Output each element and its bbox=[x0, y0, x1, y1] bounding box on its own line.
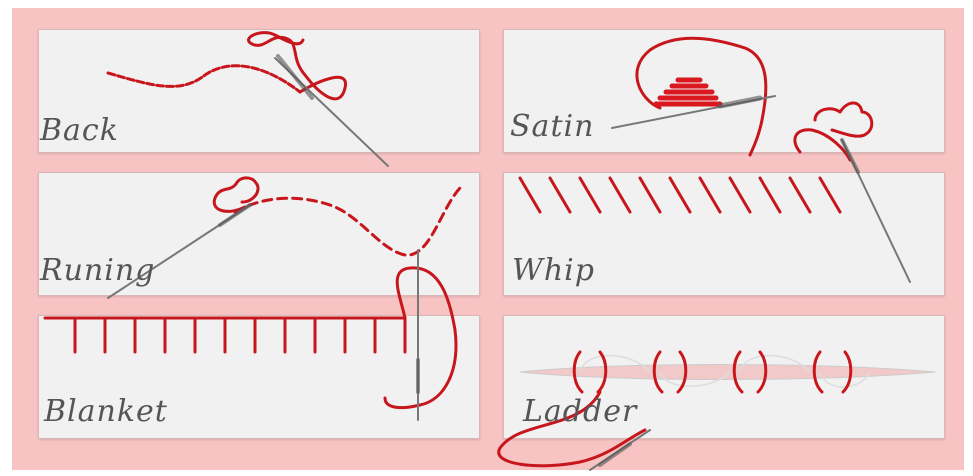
ladder-stitch-illustration bbox=[497, 350, 936, 471]
panel-running bbox=[38, 172, 480, 296]
panel-back bbox=[38, 29, 480, 153]
satin-stitch-illustration bbox=[611, 36, 874, 162]
panel-whip bbox=[503, 172, 945, 296]
satin-label: Satin bbox=[510, 109, 595, 144]
back-stitch-illustration bbox=[106, 31, 389, 167]
whip-label: Whip bbox=[512, 253, 595, 288]
running-label: Runing bbox=[40, 253, 156, 288]
blanket-stitch-illustration bbox=[43, 266, 458, 410]
ladder-label: Ladder bbox=[523, 394, 638, 429]
running-stitch-illustration bbox=[107, 176, 462, 299]
blanket-label: Blanket bbox=[44, 394, 168, 429]
whip-stitch-illustration bbox=[518, 176, 842, 214]
panel-satin bbox=[503, 29, 945, 153]
back-label: Back bbox=[40, 113, 119, 148]
